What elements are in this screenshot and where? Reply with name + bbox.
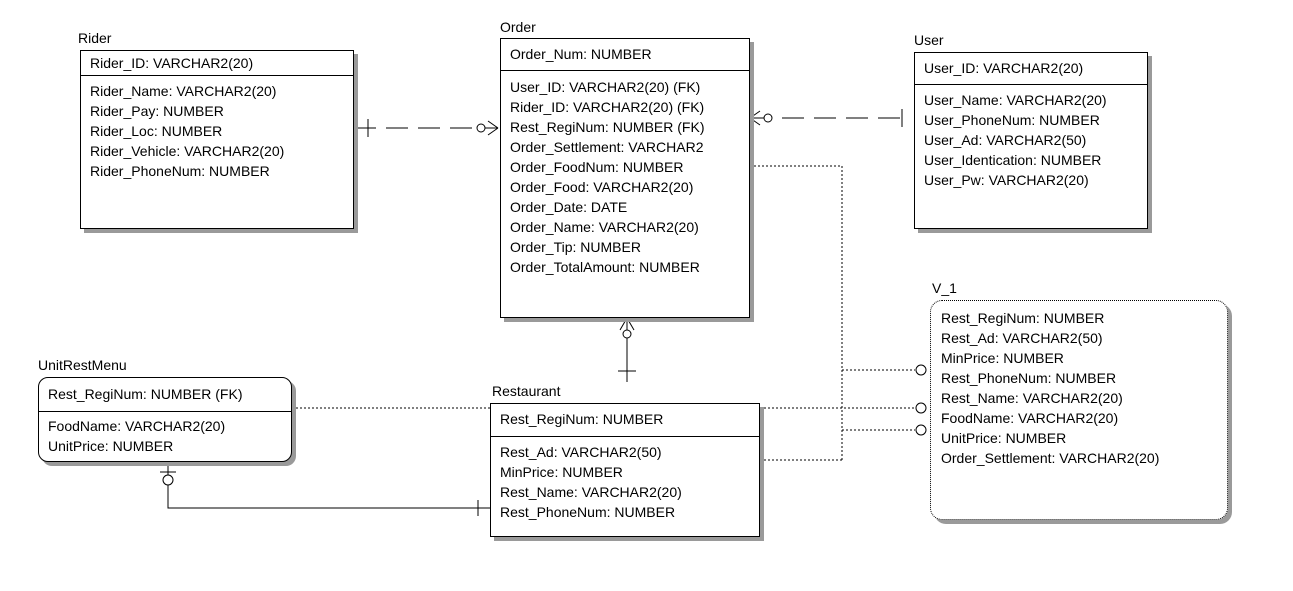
- attribute: Order_TotalAmount: NUMBER: [510, 259, 700, 275]
- entity-restaurant[interactable]: Rest_RegiNum: NUMBER Rest_Ad: VARCHAR2(5…: [490, 403, 760, 537]
- attribute: Rider_PhoneNum: NUMBER: [90, 163, 270, 179]
- attribute: Rider_Pay: NUMBER: [90, 103, 224, 119]
- attribute: Rest_RegiNum: NUMBER (FK): [510, 119, 705, 135]
- entity-order[interactable]: Order_Num: NUMBER User_ID: VARCHAR2(20) …: [500, 38, 750, 318]
- attribute: Order_Tip: NUMBER: [510, 239, 641, 255]
- attribute: Rest_PhoneNum: NUMBER: [500, 504, 676, 520]
- restaurant-attributes: Rest_Ad: VARCHAR2(50) MinPrice: NUMBER R…: [491, 437, 759, 524]
- unitrestmenu-primary-key: Rest_RegiNum: NUMBER (FK): [39, 378, 291, 412]
- entity-title-order: Order: [500, 19, 536, 35]
- attribute: Rest_Ad: VARCHAR2(50): [500, 444, 662, 460]
- entity-rider[interactable]: Rider_ID: VARCHAR2(20) Rider_Name: VARCH…: [80, 50, 354, 229]
- entity-user[interactable]: User_ID: VARCHAR2(20) User_Name: VARCHAR…: [914, 52, 1148, 229]
- user-primary-key: User_ID: VARCHAR2(20): [915, 53, 1147, 85]
- attribute: User_Name: VARCHAR2(20): [924, 92, 1107, 108]
- order-attributes: User_ID: VARCHAR2(20) (FK) Rider_ID: VAR…: [501, 71, 749, 279]
- attribute: Rest_Ad: VARCHAR2(50): [941, 330, 1103, 346]
- view-lines: [292, 165, 915, 461]
- entity-title-user: User: [914, 32, 944, 48]
- unitrestmenu-attributes: FoodName: VARCHAR2(20) UnitPrice: NUMBER: [39, 412, 291, 458]
- attribute: Rest_Name: VARCHAR2(20): [500, 484, 682, 500]
- attribute: Order_Food: VARCHAR2(20): [510, 179, 694, 195]
- attribute: UnitPrice: NUMBER: [941, 430, 1067, 446]
- rider-primary-key: Rider_ID: VARCHAR2(20): [81, 51, 353, 76]
- relationship-restaurant-order: [618, 317, 636, 382]
- attribute: Order_Settlement: VARCHAR2: [510, 139, 704, 155]
- attribute: User_ID: VARCHAR2(20) (FK): [510, 79, 701, 95]
- rider-attributes: Rider_Name: VARCHAR2(20) Rider_Pay: NUMB…: [81, 76, 353, 183]
- attribute: Rest_Name: VARCHAR2(20): [941, 390, 1123, 406]
- attribute: MinPrice: NUMBER: [941, 350, 1064, 366]
- user-attributes: User_Name: VARCHAR2(20) User_PhoneNum: N…: [915, 85, 1147, 192]
- relationship-user-order: [749, 109, 910, 127]
- attribute: Rest_PhoneNum: NUMBER: [941, 370, 1117, 386]
- view-title-v1: V_1: [932, 280, 957, 296]
- attribute: Rest_RegiNum: NUMBER: [941, 310, 1105, 326]
- relationship-restaurant-unitrestmenu: [160, 462, 490, 516]
- entity-title-unitrestmenu: UnitRestMenu: [38, 357, 127, 373]
- attribute: User_Ad: VARCHAR2(50): [924, 132, 1087, 148]
- attribute: UnitPrice: NUMBER: [48, 438, 174, 454]
- attribute: Order_Name: VARCHAR2(20): [510, 219, 699, 235]
- attribute: Order_Settlement: VARCHAR2(20): [941, 450, 1160, 466]
- relationship-rider-order: [354, 119, 499, 137]
- restaurant-primary-key: Rest_RegiNum: NUMBER: [491, 404, 759, 437]
- attribute: User_Pw: VARCHAR2(20): [924, 172, 1089, 188]
- view-connector-circles: [915, 364, 927, 436]
- attribute: Order_FoodNum: NUMBER: [510, 159, 684, 175]
- attribute: User_Identication: NUMBER: [924, 152, 1102, 168]
- entity-title-rider: Rider: [78, 30, 112, 46]
- attribute: User_PhoneNum: NUMBER: [924, 112, 1100, 128]
- attribute: FoodName: VARCHAR2(20): [941, 410, 1119, 426]
- entity-unitrestmenu[interactable]: Rest_RegiNum: NUMBER (FK) FoodName: VARC…: [38, 377, 292, 462]
- view-v1[interactable]: Rest_RegiNum: NUMBER Rest_Ad: VARCHAR2(5…: [930, 300, 1228, 520]
- v1-attributes: Rest_RegiNum: NUMBER Rest_Ad: VARCHAR2(5…: [931, 301, 1227, 470]
- attribute: Rider_ID: VARCHAR2(20) (FK): [510, 99, 705, 115]
- order-primary-key: Order_Num: NUMBER: [501, 39, 749, 71]
- attribute: Rider_Vehicle: VARCHAR2(20): [90, 143, 285, 159]
- attribute: Order_Date: DATE: [510, 199, 628, 215]
- attribute: Rider_Name: VARCHAR2(20): [90, 83, 277, 99]
- attribute: Rider_Loc: NUMBER: [90, 123, 223, 139]
- entity-title-restaurant: Restaurant: [492, 383, 561, 399]
- attribute: FoodName: VARCHAR2(20): [48, 418, 226, 434]
- attribute: MinPrice: NUMBER: [500, 464, 623, 480]
